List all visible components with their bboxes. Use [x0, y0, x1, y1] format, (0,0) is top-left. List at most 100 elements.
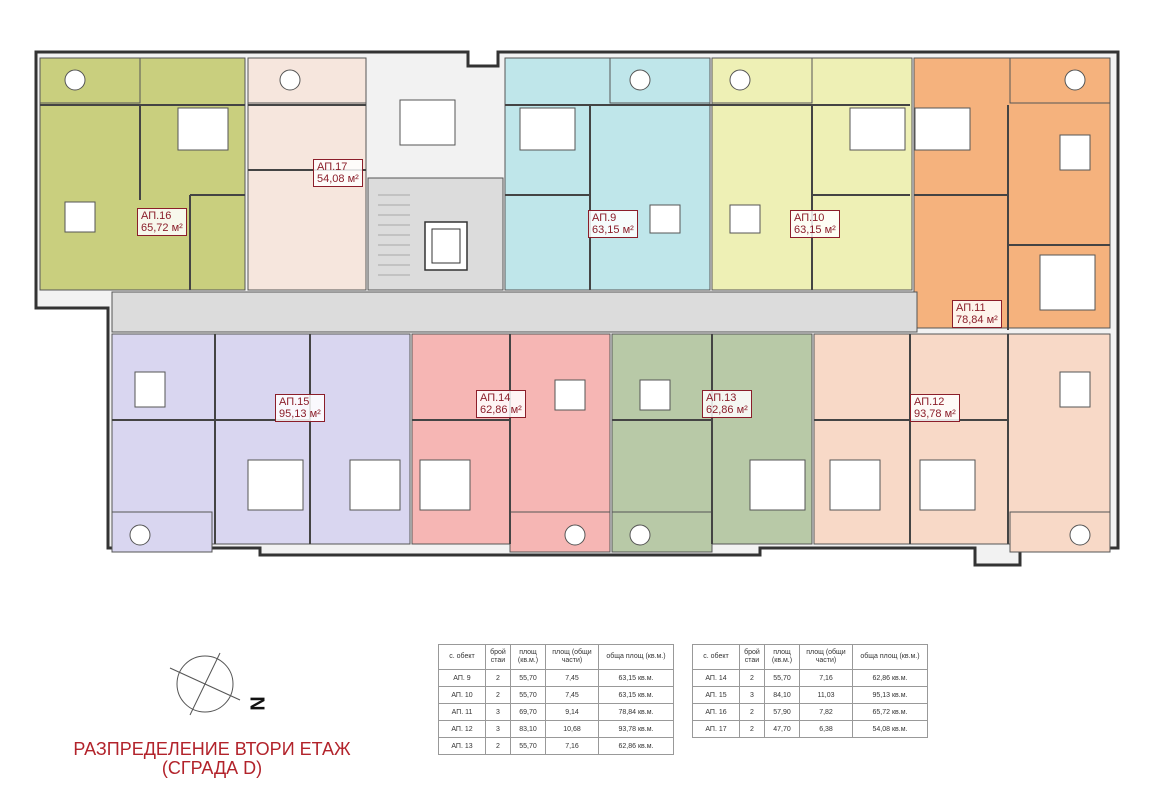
apartment-label-ap10[interactable]: АП.10 63,15 м²	[790, 210, 840, 238]
table-cell: 2	[485, 669, 511, 687]
area-table: с. обект брой стаи площ (кв.м.) площ (об…	[438, 644, 674, 755]
apartment-name: АП.12	[914, 396, 945, 408]
table-cell: 84,10	[764, 686, 800, 704]
table-cell: 93,78 кв.м.	[598, 720, 674, 738]
table-cell: 62,86 кв.м.	[598, 737, 674, 755]
table-cell: 62,86 кв.м.	[852, 669, 928, 687]
table-cell: 3	[485, 703, 511, 721]
column-header: обща площ (кв.м.)	[598, 644, 674, 670]
table-cell: 57,90	[764, 703, 800, 721]
table-cell: АП. 14	[692, 669, 740, 687]
column-header: с. обект	[438, 644, 486, 670]
apartment-name: АП.17	[317, 161, 348, 173]
column-header: площ (общи части)	[545, 644, 599, 670]
balcony	[1009, 57, 1111, 104]
table-cell: 63,15 кв.м.	[598, 686, 674, 704]
title-line: РАЗПРЕДЕЛЕНИЕ ВТОРИ ЕТАЖ	[73, 739, 351, 759]
apartment-area: 62,86 м²	[706, 404, 748, 416]
page-title: РАЗПРЕДЕЛЕНИЕ ВТОРИ ЕТАЖ (СГРАДА D)	[62, 740, 362, 778]
apartment-label-ap16[interactable]: АП.16 65,72 м²	[137, 208, 187, 236]
apartment-area: 63,15 м²	[794, 224, 836, 236]
table-cell: 9,14	[545, 703, 599, 721]
apartment-label-ap12[interactable]: АП.12 93,78 м²	[910, 394, 960, 422]
balcony	[509, 511, 611, 553]
area-table-right: с. обект брой стаи площ (кв.м.) площ (об…	[692, 644, 928, 738]
column-header: обща площ (кв.м.)	[852, 644, 928, 670]
balcony	[711, 57, 813, 104]
table-cell: 2	[485, 686, 511, 704]
elevator-cabin	[431, 228, 461, 264]
apartment-label-ap15[interactable]: АП.15 95,13 м²	[275, 394, 325, 422]
column-header: площ (кв.м.)	[764, 644, 800, 670]
table-header-row: с. обект брой стаи площ (кв.м.) площ (об…	[692, 644, 928, 670]
table-cell: 7,45	[545, 669, 599, 687]
table-cell: 47,70	[764, 720, 800, 738]
table-cell: АП. 9	[438, 669, 486, 687]
apartment-name: АП.9	[592, 212, 617, 224]
column-header: площ (общи части)	[799, 644, 853, 670]
title-subline: (СГРАДА D)	[161, 758, 263, 778]
table-cell: АП. 17	[692, 720, 740, 738]
table-cell: 55,70	[510, 669, 546, 687]
apartment-area: 78,84 м²	[956, 314, 998, 326]
balcony	[1009, 511, 1111, 553]
table-cell: 3	[739, 686, 765, 704]
table-cell: 63,15 кв.м.	[598, 669, 674, 687]
balcony	[247, 57, 367, 104]
table-cell: 95,13 кв.м.	[852, 686, 928, 704]
table-header-row: с. обект брой стаи площ (кв.м.) площ (об…	[438, 644, 674, 670]
compass-rose	[169, 652, 241, 716]
apartment-name: АП.16	[141, 210, 172, 222]
area-table-left: с. обект брой стаи площ (кв.м.) площ (об…	[438, 644, 674, 755]
balcony-tables	[64, 69, 1091, 546]
beds	[177, 99, 1096, 511]
table-cell: 55,70	[764, 669, 800, 687]
table-cell: 6,38	[799, 720, 853, 738]
apartment-name: АП.14	[480, 392, 511, 404]
apartment-area: 93,78 м²	[914, 408, 956, 420]
table-cell: 2	[739, 703, 765, 721]
table-cell: 7,16	[545, 737, 599, 755]
table-cell: АП. 16	[692, 703, 740, 721]
stair-steps	[378, 194, 410, 276]
column-header: с. обект	[692, 644, 740, 670]
table-cell: 10,68	[545, 720, 599, 738]
apartment-area: 65,72 м²	[141, 222, 183, 234]
north-indicator: N	[247, 696, 270, 711]
table-cell: 11,03	[799, 686, 853, 704]
column-header: брой стаи	[485, 644, 511, 670]
dining-tables	[64, 134, 1091, 411]
apartment-name: АП.13	[706, 392, 737, 404]
table-cell: 7,82	[799, 703, 853, 721]
balcony	[611, 511, 713, 553]
apartment-label-ap9[interactable]: АП.9 63,15 м²	[588, 210, 638, 238]
apartment-area: 62,86 м²	[480, 404, 522, 416]
apartment-name: АП.10	[794, 212, 825, 224]
corridor	[111, 291, 918, 333]
table-cell: 2	[739, 669, 765, 687]
balcony	[609, 57, 711, 104]
apartment-area: 63,15 м²	[592, 224, 634, 236]
column-header: площ (кв.м.)	[510, 644, 546, 670]
table-cell: АП. 12	[438, 720, 486, 738]
apartment-label-ap11[interactable]: АП.11 78,84 м²	[952, 300, 1002, 328]
apartment-label-ap13[interactable]: АП.13 62,86 м²	[702, 390, 752, 418]
table-cell: 2	[485, 737, 511, 755]
apartment-area: 95,13 м²	[279, 408, 321, 420]
table-cell: АП. 13	[438, 737, 486, 755]
column-header: брой стаи	[739, 644, 765, 670]
table-cell: 65,72 кв.м.	[852, 703, 928, 721]
apartment-label-ap14[interactable]: АП.14 62,86 м²	[476, 390, 526, 418]
apartment-label-ap17[interactable]: АП.17 54,08 м²	[313, 159, 363, 187]
table-cell: АП. 11	[438, 703, 486, 721]
table-cell: 78,84 кв.м.	[598, 703, 674, 721]
